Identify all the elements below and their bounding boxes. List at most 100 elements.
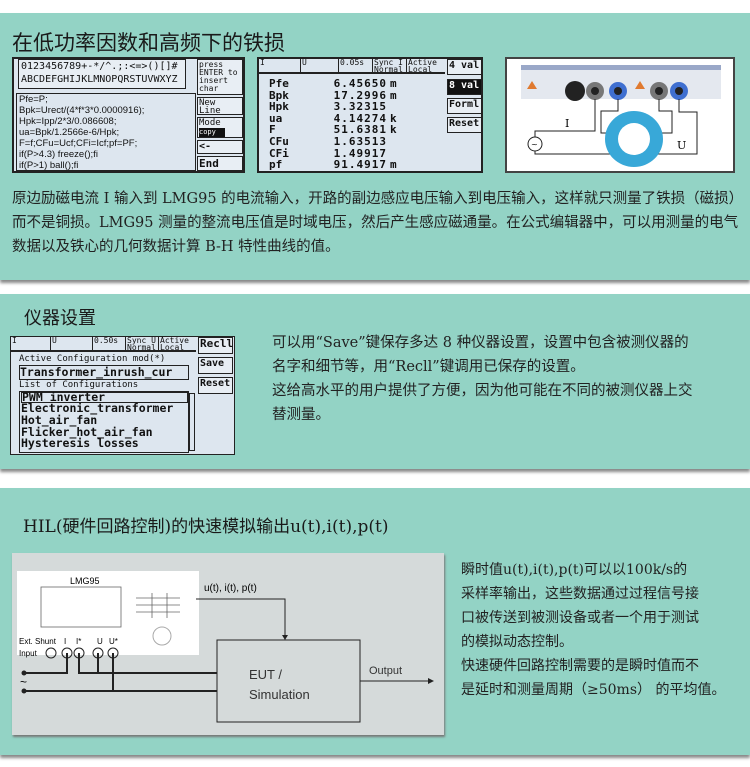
charset-popup: 0123456789+-*/^.;:<=>()[]# ABCDEFGHIJKLM… [18, 59, 186, 89]
save-softkey[interactable]: Save [198, 357, 233, 374]
charset-line[interactable]: ABCDEFGHIJKLMNOPQRSTUVWXYZ [21, 74, 178, 85]
status-sync: Sync I Normal [373, 59, 407, 73]
ac-source-label: ~ [20, 675, 27, 689]
value-unit: k [390, 123, 397, 137]
wiring-photo: ~ I U [505, 57, 735, 173]
reset-softkey[interactable]: Reset [198, 377, 233, 394]
simulation-label: Simulation [249, 687, 310, 702]
value-number: 51.6381 [333, 123, 387, 137]
config-list[interactable]: PWM inverter Electronic_transformer Hot_… [19, 391, 189, 453]
formula-line: Pfe=P; [19, 94, 48, 105]
body-line: 采样率输出，这些数据通过过程信号接 [461, 586, 699, 602]
terminal-label: I [64, 637, 66, 646]
section1-body: 原边励磁电流 I 输入到 LMG95 的电流输入，开路的副边感应电压输入到电压输… [12, 191, 739, 255]
config-item[interactable]: Flicker_hot_air_fan [21, 424, 153, 439]
formula-line: if(P>1) ball();fi [19, 160, 79, 171]
status-bar: I U 0.05s Sync I Normal Active Local [259, 59, 445, 74]
4-values-softkey[interactable]: 4 val [447, 59, 481, 75]
config-item[interactable]: Electronic_transformer [21, 401, 174, 415]
value-unit: k [390, 111, 397, 125]
terminal-label: I* [76, 637, 81, 646]
ext-shunt-label: Ext. Shunt [19, 637, 57, 646]
body-line: 的模拟动态控制。 [461, 634, 573, 650]
config-item[interactable]: PWM inverter [21, 392, 188, 403]
ac-source-icon [527, 136, 543, 152]
body-line: 瞬时值u(t),i(t),p(t)可以以100k/s的 [461, 562, 688, 578]
value-name: F [269, 123, 276, 137]
config-item[interactable]: Hysteresis losses [21, 436, 139, 451]
value-name: ua [269, 111, 283, 125]
new-line-softkey[interactable]: New Line [197, 97, 243, 115]
mode-softkey[interactable]: Mode copy [197, 117, 243, 138]
eut-box [216, 639, 361, 723]
section-title: 在低功率因数和高频下的铁损 [12, 31, 285, 55]
value-number: 4.14274 [333, 111, 387, 125]
recall-softkey[interactable]: Recll [198, 337, 233, 354]
hil-diagram: LMG95 Ext. Shunt Input I I* U U* ~ u(t),… [12, 553, 444, 735]
value-name: CFi [269, 146, 289, 160]
body-line: 口被传送到被测设备或者一个用于测试 [461, 610, 699, 626]
backspace-softkey[interactable]: <- [197, 140, 243, 154]
charset-line[interactable]: 0123456789+-*/^.;:<=>()[]# [21, 61, 178, 72]
hil-panel: HIL(硬件回路控制)的快速模拟输出u(t),i(t),p(t) LMG95 E… [0, 488, 750, 755]
body-line: 这给高水平的用户提供了方便，因为他可能在不同的被测仪器上交 [272, 383, 693, 399]
formula-text[interactable]: Pfe=P; Bpk=Urect/(4*f*3*0.0000916); Hpk=… [16, 93, 196, 171]
formula-line: ua=Bpk/1.2566e-6/Hpk; [19, 127, 120, 138]
value-name: Hpk [269, 100, 289, 114]
knob-icon [152, 626, 172, 646]
formula-editor-screen: 0123456789+-*/^.;:<=>()[]# ABCDEFGHIJKLM… [12, 57, 245, 173]
value-unit: m [390, 158, 397, 172]
8-values-softkey[interactable]: 8 val [447, 79, 481, 95]
value-name: CFu [269, 134, 289, 148]
formula-softkey[interactable]: Forml [447, 98, 481, 114]
body-line: 名字和细节等，用“Recll”键调用已保存的设置。 [272, 359, 585, 375]
warning-icon [635, 81, 645, 89]
insert-char-softkey[interactable]: press ENTER to insert char [197, 59, 243, 95]
section2-body: 可以用“Save”键保存多达 8 种仪器设置，设置中包含被测仪器的 名字和细节等… [272, 331, 747, 427]
reset-softkey[interactable]: Reset [447, 117, 481, 133]
value-number: 1.63513 [333, 134, 387, 148]
status-bar: I U 0.50s Sync U Normal Active Local [11, 337, 196, 352]
value-name: pf [269, 158, 283, 172]
status-voltage-range: U [51, 337, 93, 351]
eut-label: EUT / [249, 667, 282, 682]
section-title: HIL(硬件回路控制)的快速模拟输出u(t),i(t),p(t) [23, 517, 389, 537]
formula-line: Hpk=Ipp/2*3/0.086608; [19, 116, 117, 127]
formula-line: if(P>4.3) freeze();fi [19, 149, 98, 160]
device-label: LMG95 [70, 576, 100, 586]
end-softkey[interactable]: End [197, 156, 243, 171]
input-label: Input [19, 649, 38, 658]
status-current-range: I [259, 59, 301, 73]
body-line: 快速硬件回路控制需要的是瞬时值而不 [461, 658, 699, 674]
current-label: I [565, 117, 569, 130]
status-cycle-time: 0.05s [339, 59, 373, 73]
status-voltage-range: U [301, 59, 339, 73]
configuration-screen: I U 0.50s Sync U Normal Active Local Act… [10, 336, 235, 455]
terminal-label: U [97, 637, 103, 646]
value-unit [387, 136, 401, 148]
section-title: 仪器设置 [24, 308, 96, 329]
active-config-field[interactable]: Transformer_inrush_cur [19, 365, 189, 380]
config-list-label: List of Configurations [19, 380, 139, 390]
mode-value: copy [199, 128, 225, 137]
value-name: Pfe [269, 77, 289, 90]
body-line: 替测量。 [272, 407, 330, 423]
signals-label: u(t), i(t), p(t) [204, 583, 257, 594]
iron-loss-panel: 在低功率因数和高频下的铁损 0123456789+-*/^.;:<=>()[]#… [0, 13, 750, 280]
list-scrollbar[interactable] [189, 393, 195, 451]
settings-panel: 仪器设置 I U 0.50s Sync U Normal Active Loca… [0, 294, 750, 469]
value-number: 6.45650 [333, 77, 387, 90]
status-cycle-time: 0.50s [93, 337, 126, 351]
value-row: CFu 1.63513 [269, 136, 401, 148]
voltage-label: U [677, 139, 686, 152]
status-active: Active Local [408, 59, 437, 73]
value-unit: m [390, 88, 397, 102]
svg-text:~: ~ [531, 140, 538, 149]
value-number: 1.49917 [333, 146, 387, 160]
config-item[interactable]: Hot_air_fan [21, 412, 98, 427]
